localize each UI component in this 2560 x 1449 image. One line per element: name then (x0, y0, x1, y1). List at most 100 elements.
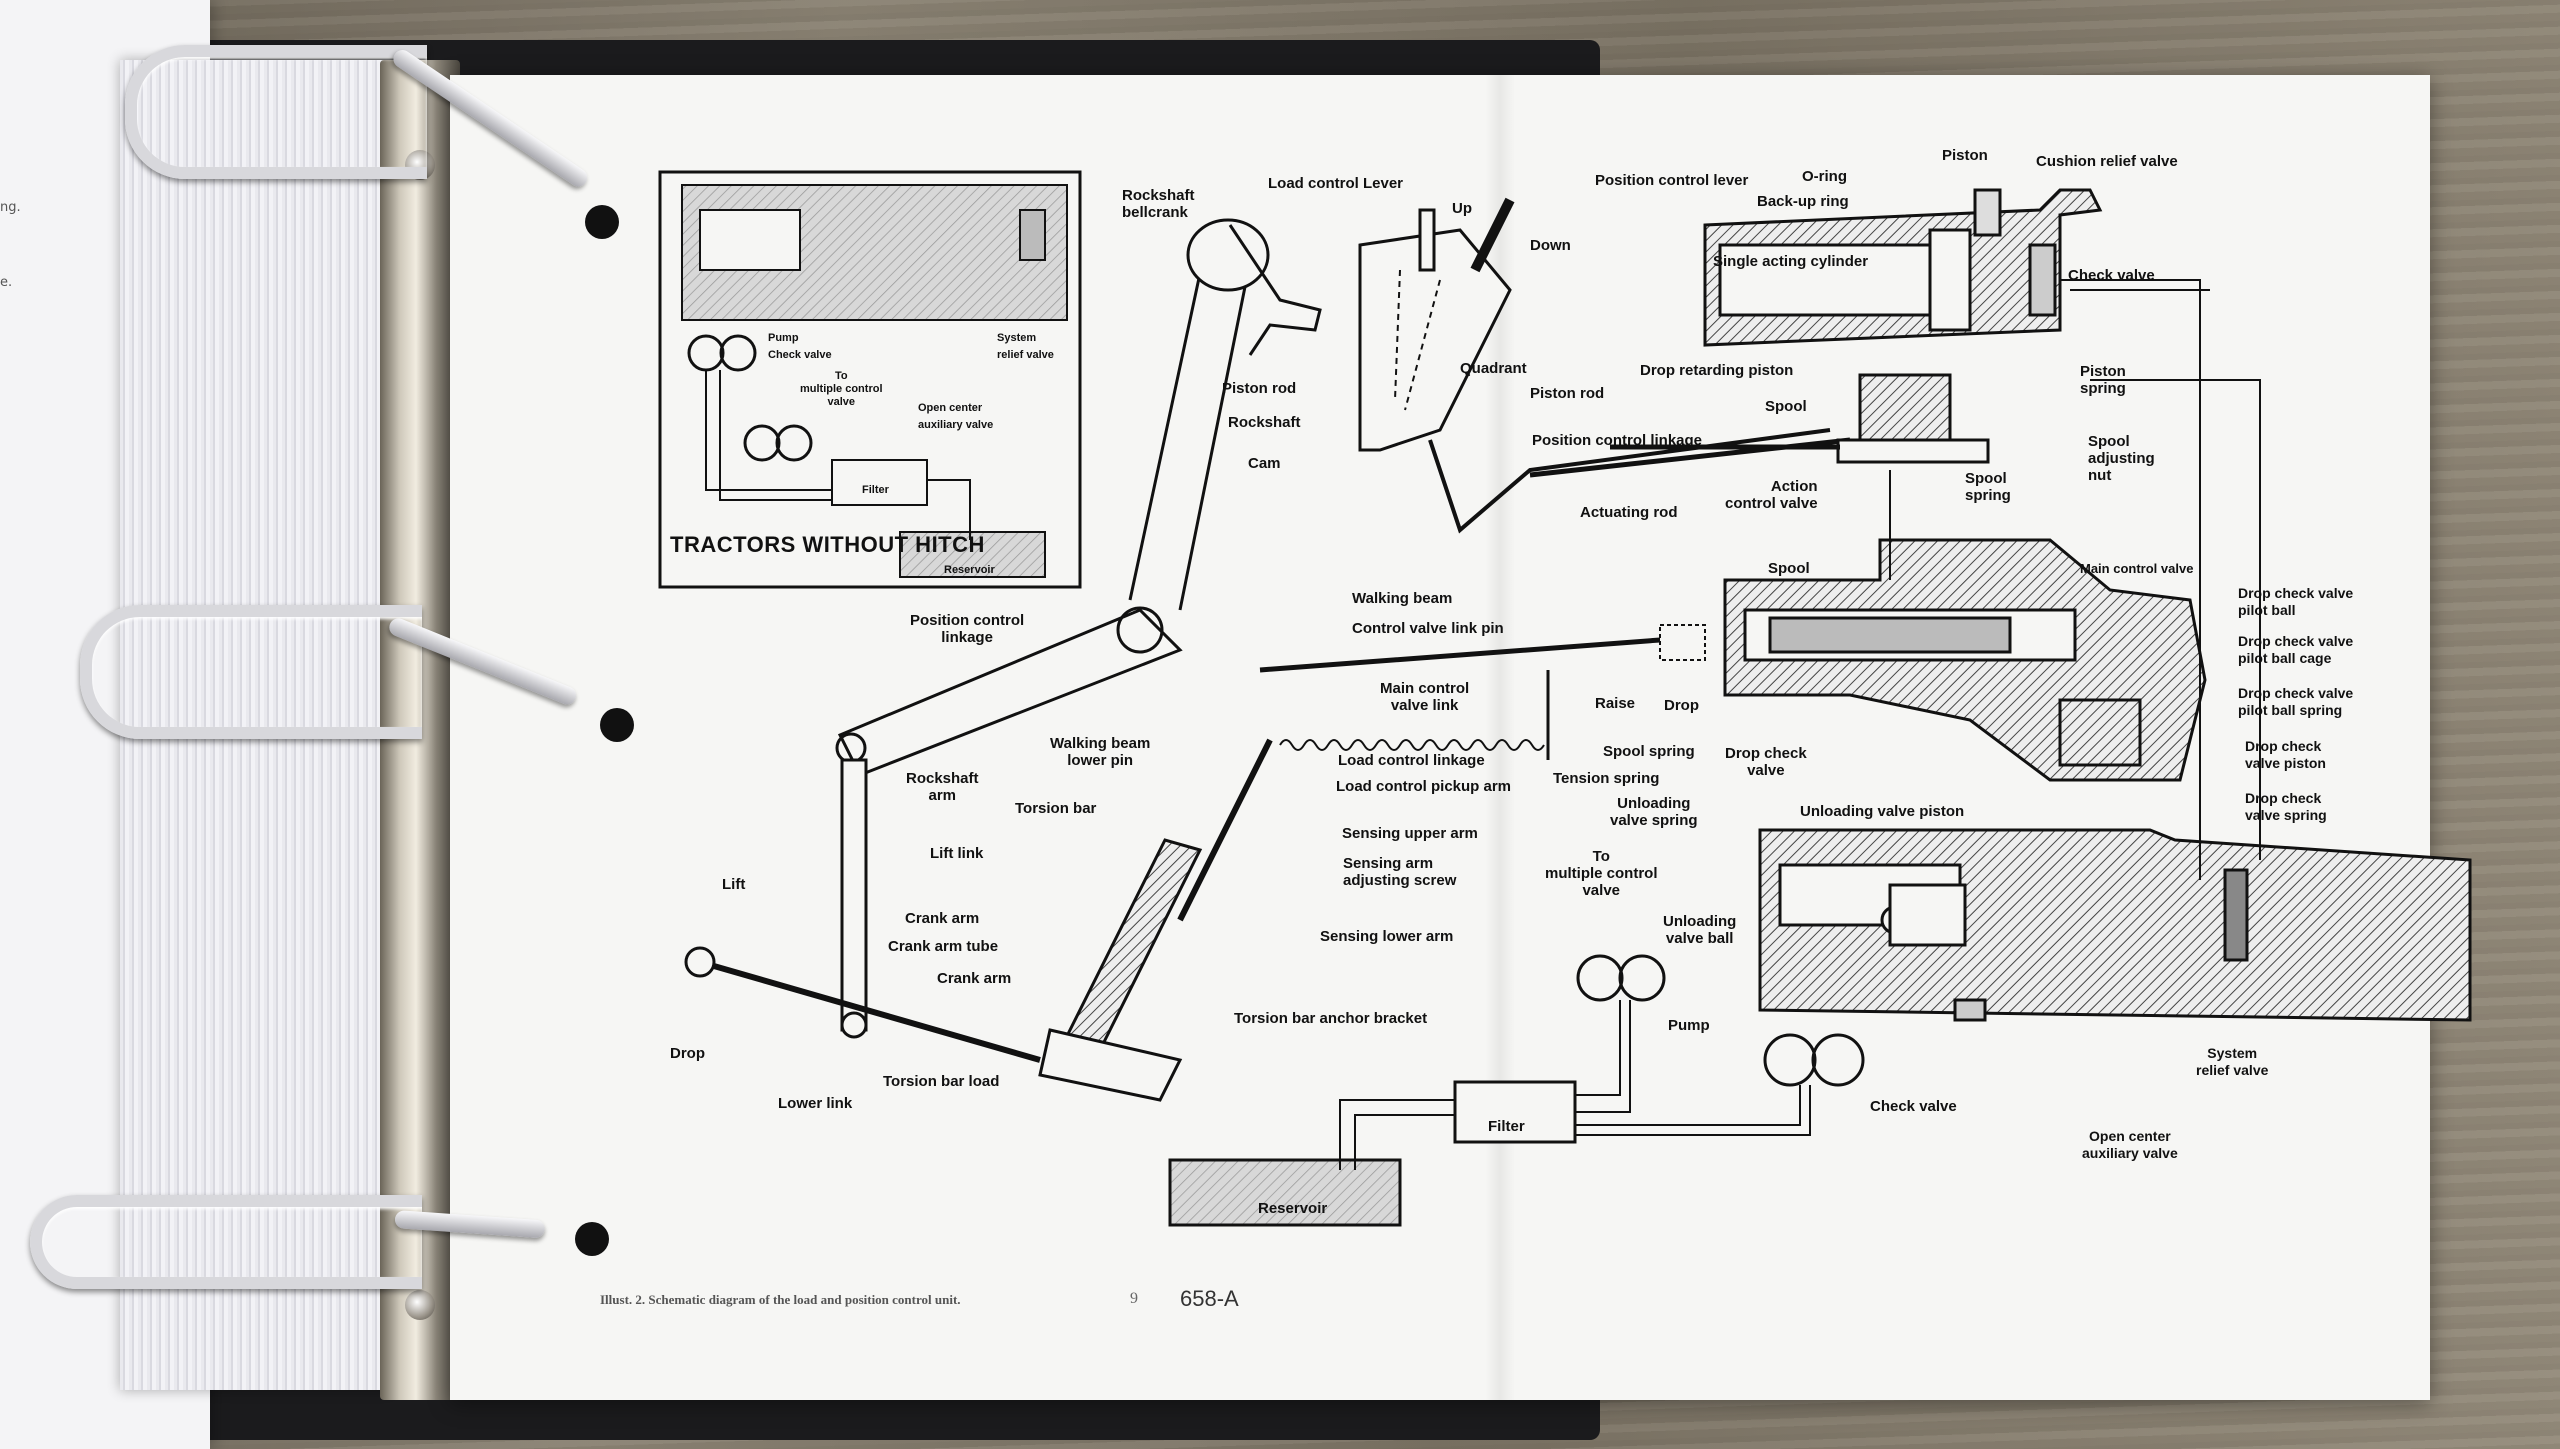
label-inset-system-relief-valve: System relief valve (997, 332, 1054, 361)
left-page-text-fragment: ng. (0, 200, 21, 215)
label-unloading-valve-spring: Unloading valve spring (1610, 795, 1698, 829)
figure-code: 658-A (1180, 1286, 1239, 1311)
label-main-control-valve-link: Main control valve link (1380, 680, 1470, 714)
label-single-acting-cylinder: Single acting cylinder (1713, 253, 1869, 270)
pump-icon (1763, 1033, 1817, 1087)
label-check-valve-bottom: Check valve (1870, 1098, 1957, 1115)
label-drop-retarding-piston: Drop retarding piston (1640, 362, 1794, 379)
page-number: 9 (1130, 1290, 1138, 1307)
left-page-text-fragment: e. (0, 275, 13, 290)
label-torsion-bar: Torsion bar (1015, 800, 1097, 817)
label-filter: Filter (1488, 1118, 1525, 1135)
label-drop-check-valve-pilot-ball-cage: Drop check valve pilot ball cage (2238, 633, 2354, 666)
label-inset-open-center-auxiliary-valve: Open center auxiliary valve (918, 402, 994, 431)
label-piston-spring: Piston spring (2080, 363, 2126, 397)
punch-hole (600, 708, 634, 742)
label-control-valve-link-pin: Control valve link pin (1352, 620, 1504, 637)
label-back-up-ring: Back-up ring (1757, 193, 1849, 210)
page-stack-edge (120, 60, 390, 1390)
rivet-icon (405, 1290, 435, 1320)
label-sensing-lower-arm: Sensing lower arm (1320, 928, 1454, 945)
unloading-valve-piston (1888, 883, 1967, 947)
label-open-center-auxiliary-valve: Open center auxiliary valve (2082, 1128, 2178, 1161)
label-inset-pump: Pump (768, 332, 799, 344)
binder-ring[interactable] (80, 605, 422, 739)
label-tension-spring: Tension spring (1553, 770, 1660, 787)
sensing-lower-arm (1177, 738, 1273, 922)
torsion-bar-anchor-bracket (1038, 1028, 1183, 1102)
label-spool-top: Spool (1765, 398, 1807, 415)
inset-title: TRACTORS WITHOUT HITCH (670, 532, 985, 557)
punch-hole (585, 205, 619, 239)
label-piston: Piston (1942, 147, 1988, 164)
inset-frame (658, 170, 1082, 589)
main-control-valve-link (1259, 637, 1700, 673)
label-quadrant: Quadrant (1460, 360, 1527, 377)
label-torsion-bar-anchor-bracket: Torsion bar anchor bracket (1234, 1010, 1428, 1027)
main-spool (1768, 616, 2012, 654)
inset-filter (831, 459, 928, 506)
label-load-control-pickup-arm: Load control pickup arm (1336, 778, 1512, 795)
label-action-control-valve: Action control valve (1725, 478, 1818, 512)
load-control-lever (1418, 208, 1436, 272)
binder-ring[interactable] (30, 1195, 422, 1289)
label-walking-beam: Walking beam (1352, 590, 1453, 607)
label-reservoir: Reservoir (1258, 1200, 1328, 1217)
label-position-control-linkage-left: Position control linkage (910, 612, 1025, 646)
lower-link (699, 959, 1041, 1063)
label-load-control-lever: Load control Lever (1268, 175, 1404, 192)
label-piston-rod-left: Piston rod (1222, 380, 1297, 397)
label-to-multiple-control-valve: To multiple control valve (1545, 848, 1658, 899)
label-spool-spring-top: Spool spring (1965, 470, 2011, 504)
check-valve-top (2028, 243, 2057, 317)
position-control-lever (1470, 197, 1515, 273)
label-drop-direction: Drop (1664, 697, 1699, 714)
label-sensing-upper-arm: Sensing upper arm (1342, 825, 1478, 842)
label-o-ring: O-ring (1802, 168, 1847, 185)
torsion-bar (1057, 838, 1203, 1062)
drop-check-valve-piston (2058, 698, 2142, 767)
label-rockshaft-arm: Rockshaft arm (906, 770, 979, 804)
label-lift: Lift (722, 876, 746, 893)
cylinder-piston (1928, 228, 1972, 332)
label-inset-filter: Filter (862, 484, 889, 496)
label-pump: Pump (1668, 1017, 1710, 1034)
figure-caption: Illust. 2. Schematic diagram of the load… (600, 1292, 961, 1307)
label-raise: Raise (1595, 695, 1636, 712)
label-cushion-relief-valve: Cushion relief valve (2036, 153, 2178, 170)
label-walking-beam-lower-pin: Walking beam lower pin (1050, 735, 1151, 769)
label-drop-check-valve-pilot-ball: Drop check valve pilot ball (2238, 585, 2354, 618)
label-piston-rod-right: Piston rod (1530, 385, 1605, 402)
label-actuating-rod: Actuating rod (1580, 504, 1678, 521)
label-drop-check-valve-spring: Drop check valve spring (2245, 790, 2327, 823)
label-drop: Drop (670, 1045, 705, 1062)
label-unloading-valve-piston: Unloading valve piston (1800, 803, 1965, 820)
label-torsion-bar-load: Torsion bar load (883, 1073, 1000, 1090)
label-inset-check-valve: Check valve (768, 349, 832, 361)
label-crank-arm-1: Crank arm (905, 910, 980, 927)
label-cam: Cam (1248, 455, 1281, 472)
label-crank-arm-tube: Crank arm tube (888, 938, 999, 955)
label-up: Up (1452, 200, 1472, 217)
quadrant (1358, 228, 1512, 452)
lift-link (840, 758, 868, 1032)
tension-spring (1279, 739, 1545, 751)
reservoir (1168, 1158, 1402, 1227)
inset-reservoir (899, 531, 1046, 578)
label-system-relief-valve: System relief valve (2196, 1045, 2269, 1078)
label-spool-adjusting-nut: Spool adjusting nut (2088, 433, 2155, 484)
multiple-pump-icon (1576, 954, 1624, 1002)
label-drop-check-valve: Drop check valve (1725, 745, 1807, 779)
position-control-linkage (1428, 428, 1831, 534)
label-check-valve-top: Check valve (2068, 267, 2155, 284)
inset-pump-icon (687, 334, 725, 372)
label-crank-arm-2: Crank arm (937, 970, 1012, 987)
label-unloading-valve-ball: Unloading valve ball (1663, 913, 1737, 947)
label-down: Down (1530, 237, 1571, 254)
label-spool-spring-main: Spool spring (1603, 743, 1695, 760)
label-inset-to-multiple-control-valve: To multiple control valve (800, 370, 883, 408)
label-drop-check-valve-piston: Drop check valve piston (2245, 738, 2326, 771)
label-lift-link: Lift link (930, 845, 984, 862)
label-rockshaft-bellcrank: Rockshaft bellcrank (1122, 187, 1195, 221)
